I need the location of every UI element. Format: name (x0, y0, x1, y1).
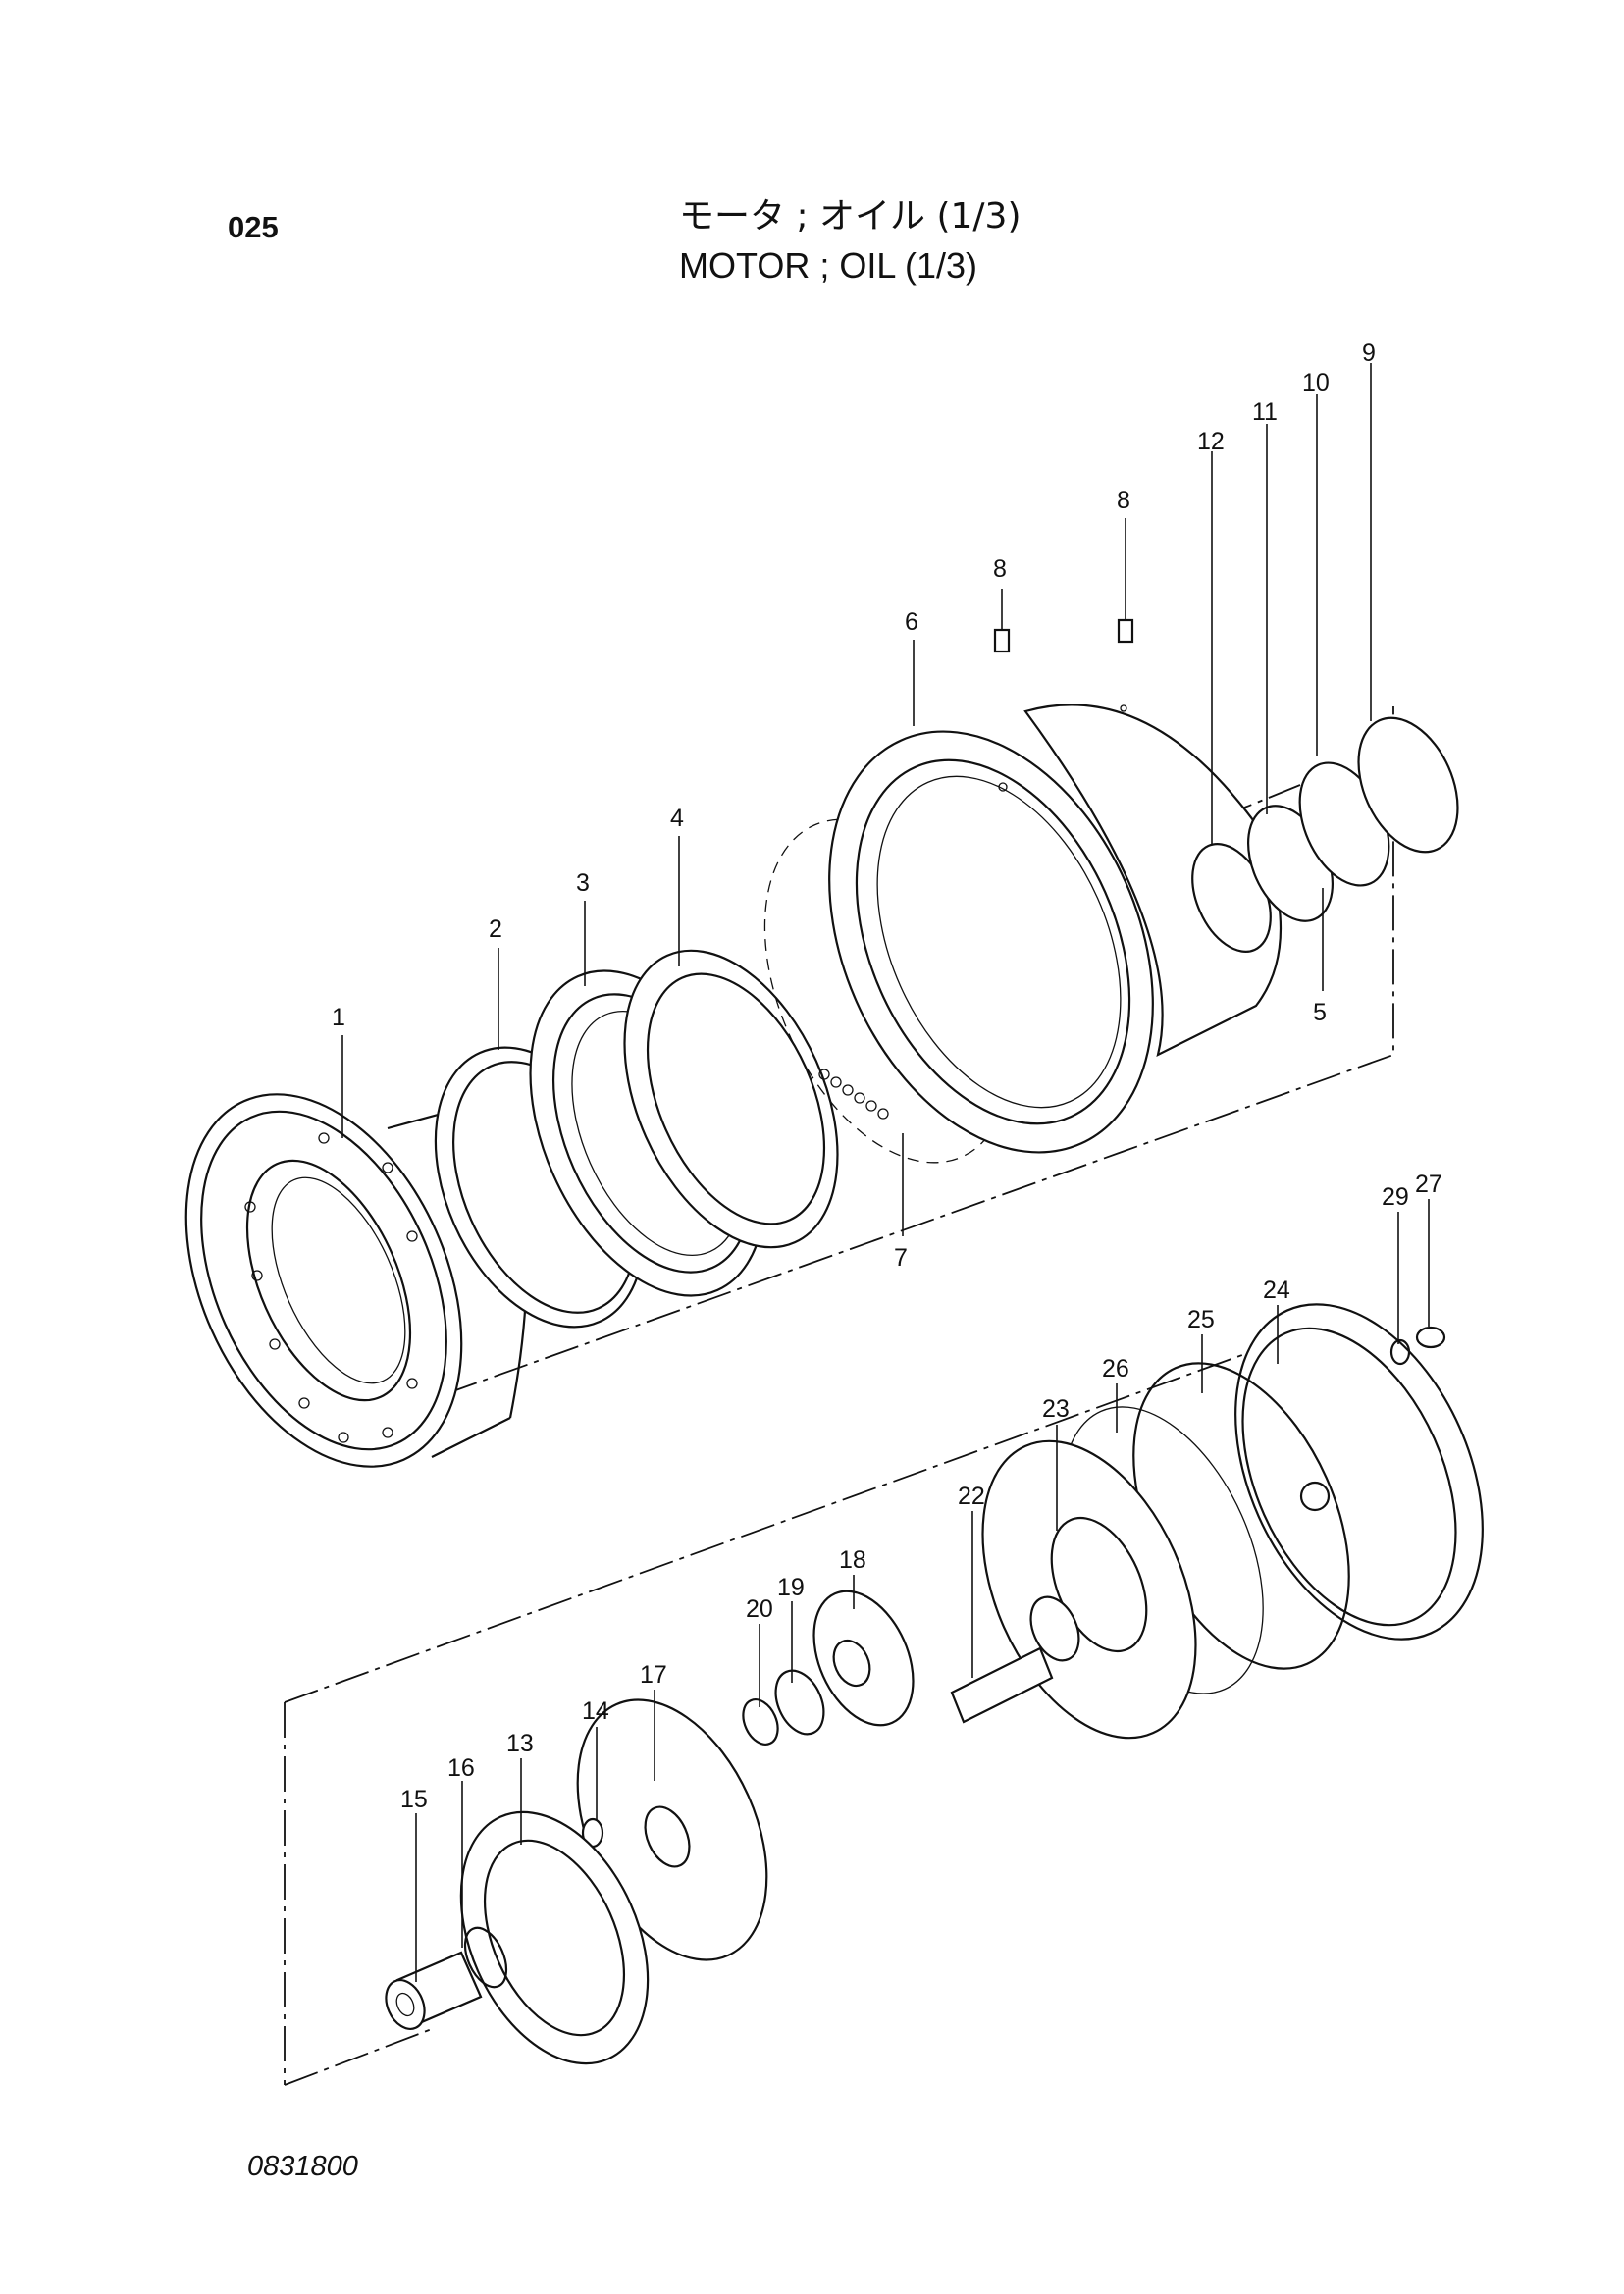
callout-18: 18 (839, 1546, 866, 1574)
part-20-bushing (742, 1698, 779, 1746)
callout-23: 23 (1042, 1395, 1070, 1423)
callout-24: 24 (1263, 1277, 1290, 1304)
part-6-motor-body (828, 704, 1282, 1154)
parts-9-12-bearing-stack (1191, 716, 1459, 953)
part-4-thrust-plate (623, 949, 839, 1249)
part-23-plate (981, 1439, 1197, 1740)
parts-27-29-plug-and-ring (1389, 1326, 1446, 1366)
callout-10: 10 (1302, 369, 1330, 396)
callout-16: 16 (447, 1754, 475, 1782)
callout-2: 2 (489, 915, 502, 943)
page-number: 025 (228, 210, 279, 244)
callout-27: 27 (1415, 1171, 1442, 1198)
callout-25: 25 (1187, 1306, 1215, 1333)
part-22-shaft (950, 1595, 1080, 1724)
part-8-plugs (993, 618, 1134, 653)
callout-22: 22 (958, 1483, 985, 1510)
callout-9: 9 (1362, 339, 1376, 367)
callout-1: 1 (332, 1004, 345, 1031)
callout-20: 20 (746, 1595, 773, 1623)
callout-5: 5 (1313, 999, 1327, 1026)
callout-26: 26 (1102, 1355, 1129, 1382)
part-16-snap-ring (463, 1926, 508, 1989)
callout-19: 19 (777, 1574, 805, 1601)
callout-11: 11 (1252, 398, 1278, 426)
callout-8b: 8 (1117, 487, 1130, 514)
part-1-flange-housing (184, 1093, 528, 1468)
drawing-code: 0831800 (247, 2151, 358, 2182)
title-english: MOTOR ; OIL (1/3) (679, 245, 978, 286)
callout-4: 4 (670, 805, 684, 832)
callout-15: 15 (400, 1786, 428, 1813)
title-japanese: モータ ; オイル (1/3) (679, 196, 1022, 236)
callout-labels: 1 2 3 4 5 6 7 8 8 9 10 11 12 13 14 15 16… (332, 339, 1442, 1813)
part-15-gear (385, 1951, 483, 2030)
callout-14: 14 (582, 1697, 609, 1725)
callout-13: 13 (506, 1730, 534, 1757)
leader-lines (341, 363, 1430, 1982)
part-13-plate (459, 1810, 650, 2065)
callout-17: 17 (640, 1661, 667, 1689)
callout-8a: 8 (993, 555, 1007, 583)
callout-29: 29 (1382, 1183, 1409, 1211)
part-18-gear (812, 1590, 915, 1727)
callout-7: 7 (894, 1244, 908, 1272)
diagram-title: モータ ; オイル (1/3) MOTOR ; OIL (1/3) (679, 192, 1022, 290)
part-24-cover (1234, 1303, 1484, 1641)
callout-6: 6 (905, 608, 918, 636)
callout-12: 12 (1197, 428, 1225, 455)
callout-3: 3 (576, 869, 590, 897)
part-19-gear (774, 1669, 825, 1736)
